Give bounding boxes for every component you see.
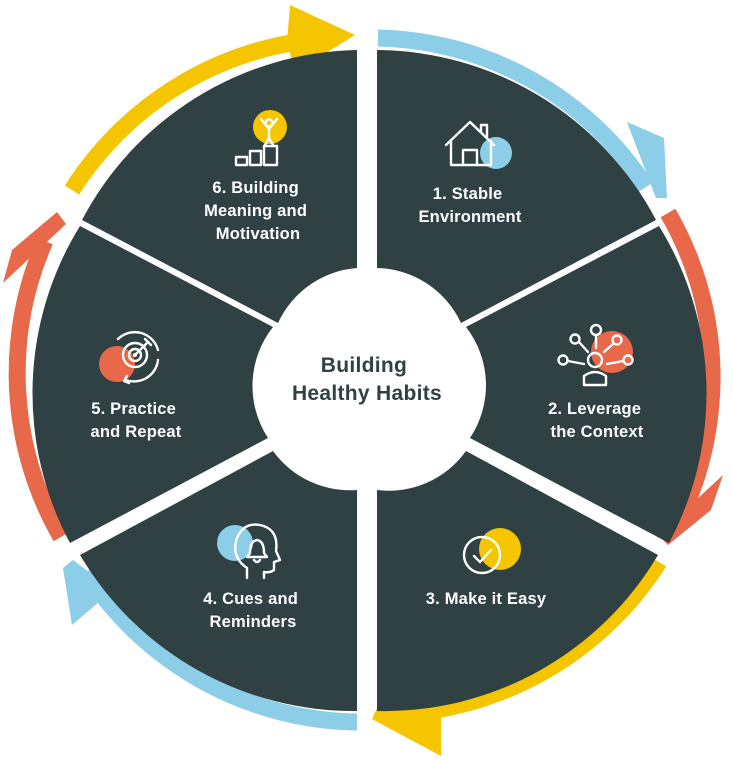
segment-step-4 <box>80 451 357 712</box>
step-2-label: 2. Leverage the Context <box>548 400 646 441</box>
head-bell-icon <box>217 523 282 580</box>
step-5-label: 5. Practice and Repeat <box>91 400 182 441</box>
segment-step-3 <box>377 451 658 712</box>
arrow-step-4 <box>78 567 358 731</box>
step-3-label: 3. Make it Easy <box>426 590 547 608</box>
step-4-label-line-2: Reminders <box>209 613 296 631</box>
step-1-label-line-1: 1. Stable <box>433 185 503 203</box>
step-1-label-line-2: Environment <box>418 208 521 226</box>
step-1-label: 1. Stable Environment <box>418 185 521 226</box>
center-circle <box>267 277 467 477</box>
target-cycle-icon <box>99 330 160 385</box>
segment-step-1 <box>377 50 656 323</box>
arrow-step-5 <box>8 237 69 542</box>
step-labels: 1. Stable Environment 2. Leverage the Co… <box>91 179 646 631</box>
arrow-head-step-5 <box>3 212 66 283</box>
segment-step-5 <box>32 226 273 543</box>
house-icon <box>444 120 512 169</box>
cycle-arrows <box>3 5 723 756</box>
step-6-label-line-3: Motivation <box>216 225 301 243</box>
center-title: Building Healthy Habits <box>292 354 442 405</box>
step-5-label-line-1: 5. Practice <box>91 400 176 418</box>
center-title-line-1: Building <box>321 354 407 377</box>
center-title-line-2: Healthy Habits <box>292 382 442 405</box>
step-4-label-line-1: 4. Cues and <box>203 590 298 608</box>
segment-step-6 <box>82 50 357 323</box>
arrow-head-step-1 <box>627 122 667 198</box>
arrow-step-2 <box>660 208 721 514</box>
step-6-label-line-1: 6. Building <box>212 179 299 197</box>
network-person-icon <box>557 323 634 387</box>
step-4-label: 4. Cues and Reminders <box>203 590 303 631</box>
step-6-label: 6. Building Meaning and Motivation <box>204 179 312 243</box>
arrow-head-step-6 <box>287 5 355 72</box>
step-2-label-line-1: 2. Leverage <box>548 400 641 418</box>
arrow-head-step-4 <box>63 560 113 625</box>
check-circle-icon <box>462 528 521 575</box>
step-5-label-line-2: and Repeat <box>91 423 182 441</box>
step-6-label-line-2: Meaning and <box>204 202 307 220</box>
arrow-step-1 <box>377 29 654 192</box>
step-3-label-line-1: 3. Make it Easy <box>426 590 547 608</box>
podium-person-icon <box>234 110 287 167</box>
step-2-label-line-2: the Context <box>551 423 644 441</box>
